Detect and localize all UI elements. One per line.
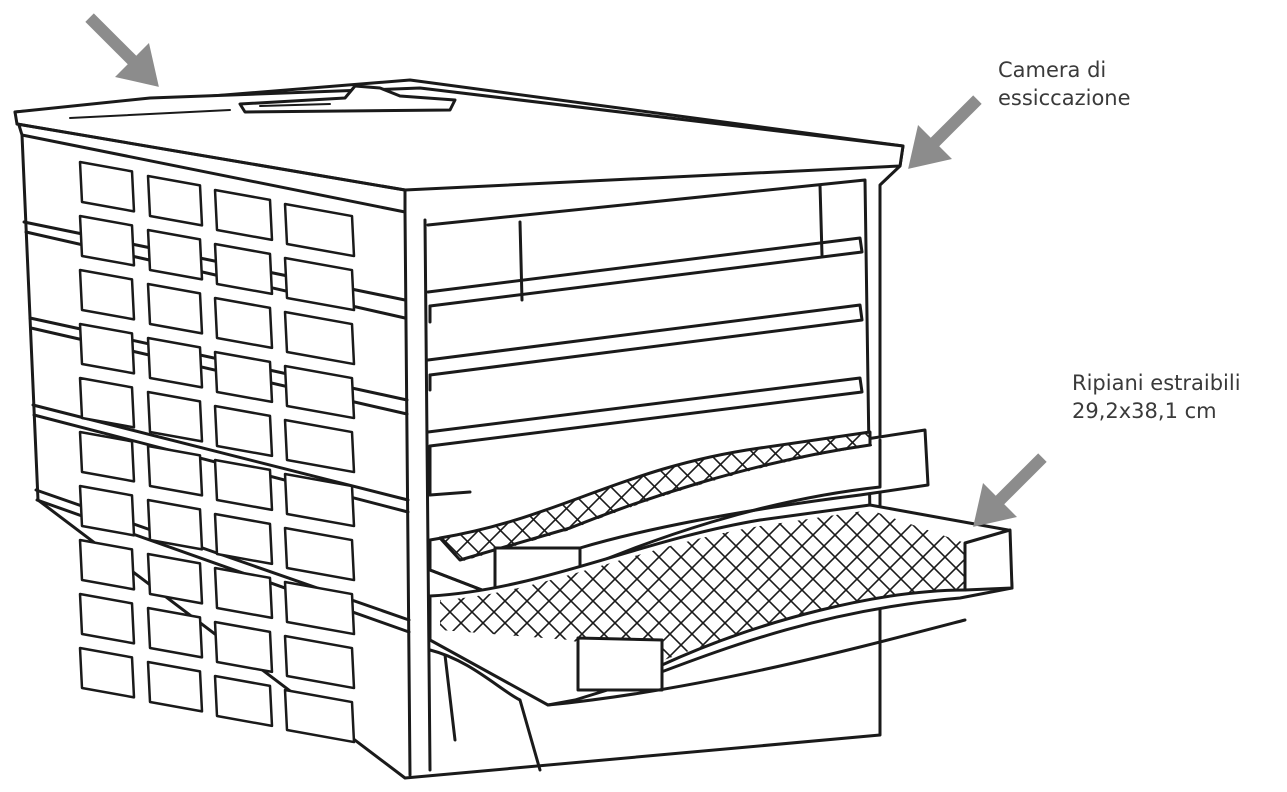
side-vent-slot	[78, 160, 136, 213]
mesh-line	[887, 510, 965, 665]
removable-trays-label-line1: Ripiani estraibili	[1072, 371, 1241, 395]
side-vent-slot	[146, 336, 204, 389]
mesh-line	[1086, 500, 1266, 680]
mesh-line	[1064, 500, 1244, 680]
side-vent-slot	[213, 404, 274, 458]
mesh-line	[1011, 425, 1156, 570]
mesh-line	[998, 500, 1178, 680]
side-vent-slot	[213, 566, 274, 620]
mesh-line	[440, 432, 475, 562]
side-vent-slot	[78, 268, 136, 321]
side-vent-slot	[146, 660, 204, 713]
side-vent-slot	[78, 646, 136, 699]
closed-trays	[426, 178, 872, 772]
side-vent-slot	[146, 228, 204, 281]
mesh-line	[812, 432, 872, 562]
side-vent-slot	[213, 188, 274, 242]
side-vent-slot	[78, 538, 136, 591]
drying-chamber-label-line2: essiccazione	[998, 86, 1131, 110]
mesh-line	[1064, 500, 1244, 680]
side-vent-slot	[213, 296, 274, 350]
mesh-line	[1130, 500, 1287, 680]
side-vent-slot	[213, 620, 274, 674]
side-vent-slot	[213, 242, 274, 296]
mesh-line	[1086, 500, 1266, 680]
mesh-line	[1152, 500, 1287, 680]
lower-tray-front	[576, 636, 664, 692]
side-vent-slot	[146, 390, 204, 443]
front-corner-post	[403, 210, 432, 777]
arrow-down-right-icon	[85, 13, 159, 87]
side-vent-slot	[146, 444, 204, 497]
side-vent-slot	[283, 634, 356, 690]
side-vent-slot	[213, 350, 274, 404]
mesh-line	[1020, 500, 1200, 680]
side-vent-slot	[213, 458, 274, 512]
side-vent-slot	[78, 592, 136, 645]
drying-chamber-label: Camera di essiccazione	[998, 56, 1131, 112]
lid-edge	[15, 122, 407, 214]
side-vent-slot	[78, 484, 136, 537]
arrow-down-left-icon	[908, 95, 982, 169]
side-vent-slot	[146, 174, 204, 227]
mesh-line	[1108, 500, 1287, 680]
side-vent-slot	[146, 606, 204, 659]
side-vent-slot	[146, 282, 204, 335]
side-vent-slot	[283, 472, 356, 528]
side-vent-slot	[283, 256, 356, 312]
removable-trays-label-line2: 29,2x38,1 cm	[1072, 399, 1217, 423]
side-vent-slot	[213, 674, 274, 728]
pointer-arrows	[85, 13, 1047, 527]
side-vent-slot	[283, 418, 356, 474]
mesh-line	[1130, 500, 1287, 680]
side-vent-slot	[146, 552, 204, 605]
drying-chamber-label-line1: Camera di	[998, 58, 1107, 82]
side-vent-slot	[283, 526, 356, 582]
lid-seam	[69, 103, 331, 119]
side-vent-slot	[78, 376, 136, 429]
side-vent-slot	[78, 214, 136, 267]
side-vent-slot	[146, 498, 204, 551]
mesh-line	[1042, 500, 1222, 680]
mesh-line	[998, 500, 1178, 680]
side-vent-slot	[283, 310, 356, 366]
mesh-line	[1011, 425, 1156, 570]
mesh-line	[1152, 500, 1287, 680]
mesh-line	[1042, 500, 1222, 680]
arrow-down-left-icon	[973, 453, 1047, 527]
mesh-line	[645, 510, 827, 665]
mesh-line	[1020, 500, 1200, 680]
side-vent-grid	[78, 160, 356, 744]
removable-trays-label: Ripiani estraibili 29,2x38,1 cm	[1072, 369, 1241, 425]
mesh-line	[1108, 500, 1287, 680]
side-vent-slot	[283, 364, 356, 420]
mesh-line	[440, 432, 497, 562]
dehydrator-illustration	[13, 78, 1287, 780]
side-vent-slot	[78, 322, 136, 375]
side-vent-slot	[283, 580, 356, 636]
lower-tray-rim	[546, 588, 967, 707]
lower-tray-side	[963, 528, 1014, 592]
side-vent-slot	[78, 430, 136, 483]
side-vent-slot	[213, 512, 274, 566]
side-vent-slot	[283, 202, 356, 258]
side-vent-slot	[283, 688, 356, 744]
